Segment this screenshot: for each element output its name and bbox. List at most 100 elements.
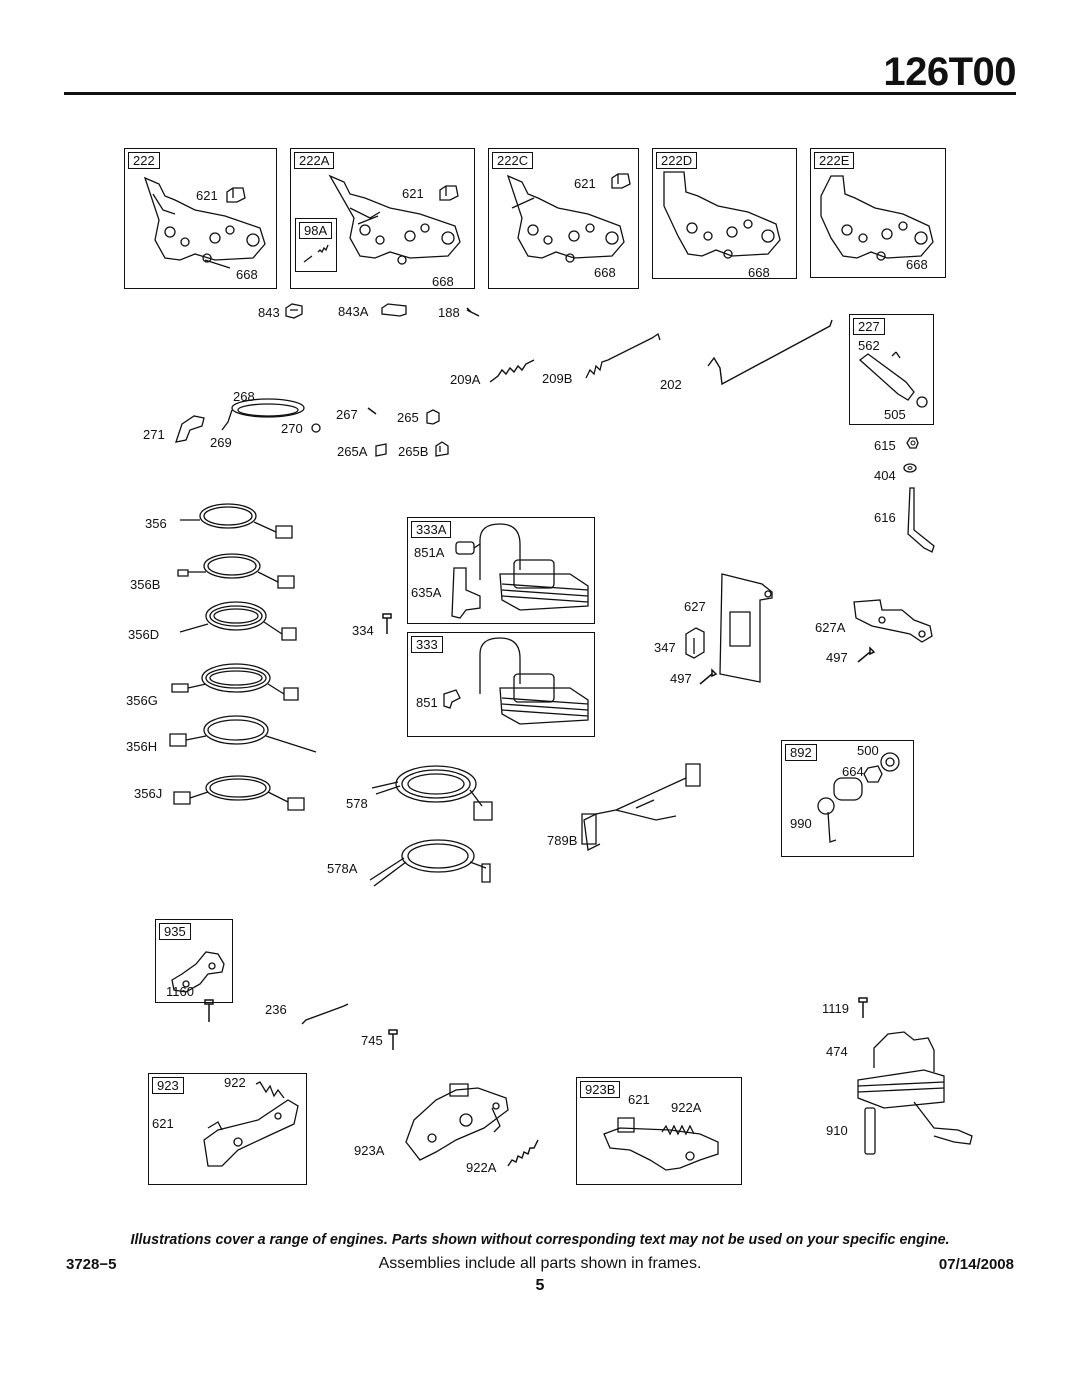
link-202-icon [706, 318, 834, 390]
nut-615-icon [904, 436, 920, 450]
document-code: 3728−5 [66, 1256, 117, 1273]
part-number: 505 [884, 407, 906, 422]
document-date: 07/14/2008 [938, 1256, 1014, 1273]
frame-label: 333A [411, 521, 452, 538]
spark-plug-boot-851a-icon [452, 536, 482, 558]
part-number: 270 [281, 421, 303, 436]
part-number: 209A [450, 372, 481, 387]
frame-222: 222 [124, 148, 277, 289]
part-number: 990 [790, 816, 812, 831]
part-number: 851A [414, 545, 445, 560]
part-number: 267 [336, 407, 358, 422]
wire-356j-icon [170, 770, 310, 822]
part-number: 922 [224, 1075, 246, 1090]
frame-label: 935 [159, 923, 191, 940]
part-number: 922A [671, 1100, 702, 1115]
part-number: 621 [402, 186, 424, 201]
spring-209b-icon [582, 330, 662, 382]
model-title: 126T00 [883, 50, 1016, 94]
part-number: 347 [654, 640, 676, 655]
part-number: 356D [128, 627, 160, 642]
frame-label: 222D [656, 152, 698, 169]
frame-222e: 222E [810, 148, 946, 278]
ignition-module-333-illustration [450, 634, 592, 730]
part-number: 745 [361, 1033, 383, 1048]
part-number: 578A [327, 861, 358, 876]
part-number: 562 [858, 338, 880, 353]
wire-356h-icon [166, 712, 326, 762]
part-number: 922A [466, 1160, 497, 1175]
part-number: 635A [411, 585, 442, 600]
part-number: 356J [134, 786, 163, 801]
spring-98a-icon [302, 242, 330, 264]
spring-922a-icon [506, 1138, 540, 1168]
part-number: 188 [438, 305, 460, 320]
part-number: 621 [196, 188, 218, 203]
part-number: 269 [210, 435, 232, 450]
wire-356b-icon [176, 550, 298, 594]
bracket-627a-illustration [852, 596, 936, 646]
screw-188-icon [465, 306, 481, 318]
plug-cap-851-icon [440, 688, 464, 710]
frame-935: 935 [155, 919, 233, 1003]
retainer-621-icon [438, 184, 460, 202]
control-bracket-923-illustration [198, 1080, 302, 1178]
bushing-843a-icon [380, 302, 408, 318]
part-number: 265B [398, 444, 429, 459]
part-number: 404 [874, 468, 896, 483]
page-number: 5 [535, 1277, 545, 1294]
governor-bracket-222-illustration [135, 170, 275, 275]
part-number: 236 [265, 1002, 287, 1017]
frame-892: 892 [781, 740, 914, 857]
bracket-627-illustration [716, 572, 778, 688]
part-number: 497 [670, 671, 692, 686]
part-number: 668 [748, 265, 770, 280]
switch-347-icon [682, 626, 708, 660]
frame-label: 892 [785, 744, 817, 761]
frame-label: 227 [853, 318, 885, 335]
frame-label: 222A [294, 152, 335, 169]
part-number: 268 [233, 389, 255, 404]
part-number: 209B [542, 371, 573, 386]
part-number: 668 [594, 265, 616, 280]
control-bracket-923a-illustration [396, 1080, 528, 1166]
part-number: 616 [874, 510, 896, 525]
governor-bracket-222d-illustration [658, 166, 788, 266]
control-bracket-923b-illustration [600, 1104, 724, 1174]
frame-923b: 923B [576, 1077, 742, 1185]
clip-265a-icon [374, 442, 388, 458]
part-number: 910 [826, 1123, 848, 1138]
wire-578a-icon [368, 834, 494, 892]
part-number: 356H [126, 739, 158, 754]
part-number: 843A [338, 304, 369, 319]
lever-227-illustration [856, 348, 928, 412]
ignition-module-333a-illustration [450, 520, 592, 616]
frame-label: 98A [299, 222, 333, 239]
shaft-616-icon [904, 486, 944, 556]
frame-222c: 222C [488, 148, 639, 289]
frame-333: 333 [407, 632, 595, 737]
part-number: 356B [130, 577, 161, 592]
clip-265-icon [424, 408, 442, 426]
washer-404-icon [902, 462, 918, 474]
frame-923: 923 [148, 1073, 307, 1185]
boot-635a-icon [446, 566, 486, 620]
part-number: 265A [337, 444, 368, 459]
disclaimer-note: Illustrations cover a range of engines. … [130, 1232, 950, 1248]
frame-label: 333 [411, 636, 443, 653]
frame-333a: 333A [407, 517, 595, 624]
part-number: 500 [857, 743, 879, 758]
part-number: 271 [143, 427, 165, 442]
screw-334-icon [380, 612, 394, 636]
part-number: 627A [815, 620, 846, 635]
frame-label: 923 [152, 1077, 184, 1094]
screw-1119-icon [856, 996, 870, 1020]
ignition-coil-474-illustration [854, 1018, 980, 1150]
part-number: 474 [826, 1044, 848, 1059]
wire-356d-icon [178, 596, 300, 648]
part-number: 668 [236, 267, 258, 282]
screw-1160-icon [202, 998, 216, 1024]
part-number: 664 [842, 764, 864, 779]
link-236-icon [300, 1002, 352, 1026]
frame-label: 222C [492, 152, 534, 169]
